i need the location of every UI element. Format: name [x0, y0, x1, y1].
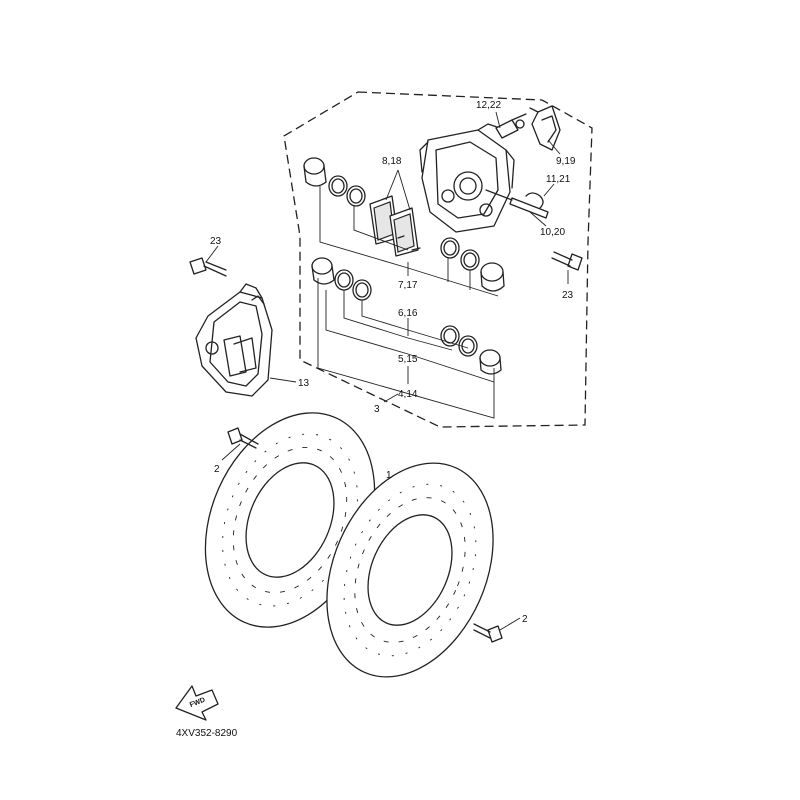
callout-8-18: 8,18 [382, 156, 402, 167]
part-code: 4XV352-8290 [176, 728, 238, 739]
callout-6-16: 6,16 [398, 308, 418, 319]
callout-4-14: 4,14 [398, 389, 418, 400]
seals-lower-right [440, 325, 478, 357]
piston-upper-right [480, 262, 505, 292]
callout-9-19: 9,19 [556, 156, 576, 167]
disc-bolt-left [227, 427, 259, 449]
piston-upper-left [303, 157, 327, 187]
right-caliper [419, 123, 515, 233]
seals-lower-left [334, 269, 372, 301]
fwd-arrow-icon: FWD [175, 685, 219, 721]
seals-upper-left [328, 175, 366, 207]
callout-23-right: 23 [562, 290, 574, 301]
brake-pads [369, 195, 421, 257]
piston-lower-left [311, 257, 335, 285]
brake-disc-right [326, 462, 494, 678]
pad-spring [529, 105, 561, 151]
caliper-assembly-boundary [283, 91, 593, 428]
callout-2-right: 2 [522, 614, 528, 625]
disc-bolt-right [473, 623, 503, 643]
piston-lower-right [479, 349, 502, 375]
left-caliper [195, 283, 273, 397]
callout-10-20: 10,20 [540, 227, 565, 238]
callout-1: 1 [386, 470, 392, 481]
callout-2-left: 2 [214, 464, 220, 475]
seals-upper-right [440, 237, 480, 271]
callout-13: 13 [298, 378, 310, 389]
bleed-screw [495, 113, 527, 139]
bolt-23-left [189, 257, 227, 277]
bolt-23-right [551, 251, 583, 271]
callout-23-left: 23 [210, 236, 222, 247]
callout-11-21: 11,21 [546, 174, 571, 185]
pin-clip [525, 192, 544, 209]
callout-3: 3 [374, 404, 380, 415]
callout-7-17: 7,17 [398, 280, 418, 291]
pad-pin [485, 189, 549, 219]
callout-5-15: 5,15 [398, 354, 418, 365]
callout-12-22: 12,22 [476, 100, 501, 111]
